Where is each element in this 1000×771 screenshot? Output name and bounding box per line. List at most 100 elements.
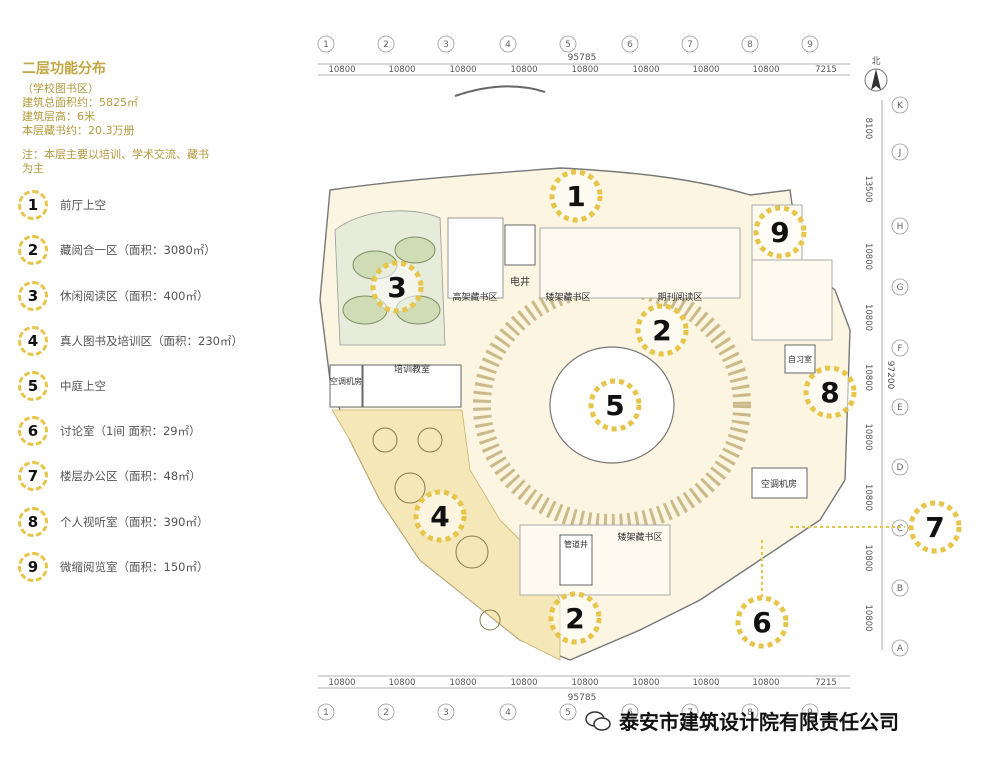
zone-marker <box>735 595 789 649</box>
zone-marker-number: 9 <box>770 216 789 249</box>
zone-marker <box>908 500 962 554</box>
high-stacks-room <box>447 217 504 299</box>
grid-column-bubble <box>621 703 639 721</box>
round-table <box>417 427 443 453</box>
grid-column-bubble <box>801 35 819 53</box>
span-dimension: 10800 <box>863 243 873 270</box>
grid-column-bubble <box>801 703 819 721</box>
marker-badge: 8 <box>18 507 48 537</box>
north-label: 北 <box>871 56 880 67</box>
audio-room <box>751 259 833 341</box>
grid-row-label: D <box>897 463 904 473</box>
info-line: 建筑总面积约：5825㎡ <box>22 96 138 109</box>
span-dimension: 10800 <box>388 65 415 75</box>
grid-row-label: F <box>897 344 902 354</box>
span-dimension: 10800 <box>692 65 719 75</box>
grid-column-bubble <box>499 35 517 53</box>
north-arrow-icon <box>871 69 881 90</box>
grid-row-label: G <box>897 283 904 293</box>
grid-column-label: 2 <box>383 708 389 718</box>
span-dimension: 8100 <box>863 118 873 140</box>
grid-column-bubble <box>437 35 455 53</box>
elevator-room <box>504 224 536 266</box>
span-dimension: 10800 <box>863 484 873 511</box>
grid-column-bubble <box>317 35 335 53</box>
span-dimension: 10800 <box>328 65 355 75</box>
span-dimension: 10800 <box>632 678 659 688</box>
page-title: 二层功能分布 <box>22 61 106 77</box>
grid-row-label: K <box>897 101 904 111</box>
zone-marker-number: 4 <box>430 500 449 533</box>
span-dimension: 10800 <box>863 544 873 571</box>
grid-column-label: 4 <box>505 40 511 50</box>
zone-marker-number: 6 <box>752 606 771 639</box>
legend-label: 中庭上空 <box>60 379 106 393</box>
grid-column-bubble <box>377 35 395 53</box>
grid-column-bubble <box>741 703 759 721</box>
watermark-text: 泰安市建筑设计院有限责任公司 <box>619 710 899 734</box>
room-label-periodicals: 期刊阅读区 <box>657 291 702 303</box>
grid-row-label: C <box>897 524 903 534</box>
grid-column-label: 6 <box>627 708 633 718</box>
round-table <box>372 427 398 453</box>
legend-label: 藏阅合一区（面积：3080㎡） <box>60 243 216 257</box>
grid-column-label: 5 <box>565 708 571 718</box>
pipe-well <box>559 534 593 586</box>
grid-column-label: 7 <box>687 708 693 718</box>
legend-label: 休闲阅读区（面积：400㎡） <box>60 289 209 303</box>
grid-column-label: 5 <box>565 40 571 50</box>
room-label-high-stacks: 高架藏书区 <box>452 291 497 303</box>
grid-column-label: 9 <box>807 40 813 50</box>
zone-marker-number: 8 <box>820 376 839 409</box>
training-room <box>362 364 462 408</box>
stacks-top <box>539 227 741 299</box>
grid-row-bubble <box>891 339 909 357</box>
zone-marker-number: 7 <box>925 511 944 544</box>
grid-row-bubble <box>891 579 909 597</box>
legend-item: 3 休闲阅读区（面积：400㎡） <box>18 281 208 311</box>
grid-row-label: A <box>897 644 904 654</box>
grid-column-bubble <box>681 703 699 721</box>
zone-marker-number: 2 <box>652 314 671 347</box>
room-label-ac-right: 空调机房 <box>761 478 797 490</box>
span-dimension: 10800 <box>863 423 873 450</box>
span-dimension: 10800 <box>863 304 873 331</box>
grid-row-bubble <box>891 639 909 657</box>
marker-badge: 3 <box>18 281 48 311</box>
grid-row-bubble <box>891 96 909 114</box>
grid-column-label: 6 <box>627 40 633 50</box>
round-table <box>479 609 501 631</box>
span-dimension: 10800 <box>510 65 537 75</box>
grid-row-bubble <box>891 458 909 476</box>
grid-column-bubble <box>621 35 639 53</box>
span-dimension: 7215 <box>815 678 837 688</box>
grid-row-bubble <box>891 278 909 296</box>
zone-marker <box>588 378 642 432</box>
bottom-total-dimension: 95785 <box>568 693 597 703</box>
grid-row-label: H <box>897 222 904 232</box>
room-label-study: 自习室 <box>788 354 812 364</box>
stacks-bottom <box>519 524 671 596</box>
span-dimension: 10800 <box>863 364 873 391</box>
grid-column-label: 1 <box>323 708 329 718</box>
span-dimension: 10800 <box>571 65 598 75</box>
legend-label: 前厅上空 <box>60 198 106 212</box>
info-line: （学校图书区） <box>22 82 99 95</box>
legend-label: 个人视听室（面积：390㎡） <box>60 515 209 529</box>
legend-label: 真人图书及培训区（面积：230㎡） <box>60 334 243 348</box>
span-dimension: 7215 <box>815 65 837 75</box>
info-line: 本层藏书约：20.3万册 <box>22 124 135 137</box>
grid-column-label: 8 <box>747 708 753 718</box>
span-dimension: 10800 <box>328 678 355 688</box>
grid-row-bubble <box>891 217 909 235</box>
round-table <box>455 535 489 569</box>
span-dimension: 10800 <box>632 65 659 75</box>
grid-row-label: B <box>897 584 903 594</box>
grid-column-bubble <box>741 35 759 53</box>
